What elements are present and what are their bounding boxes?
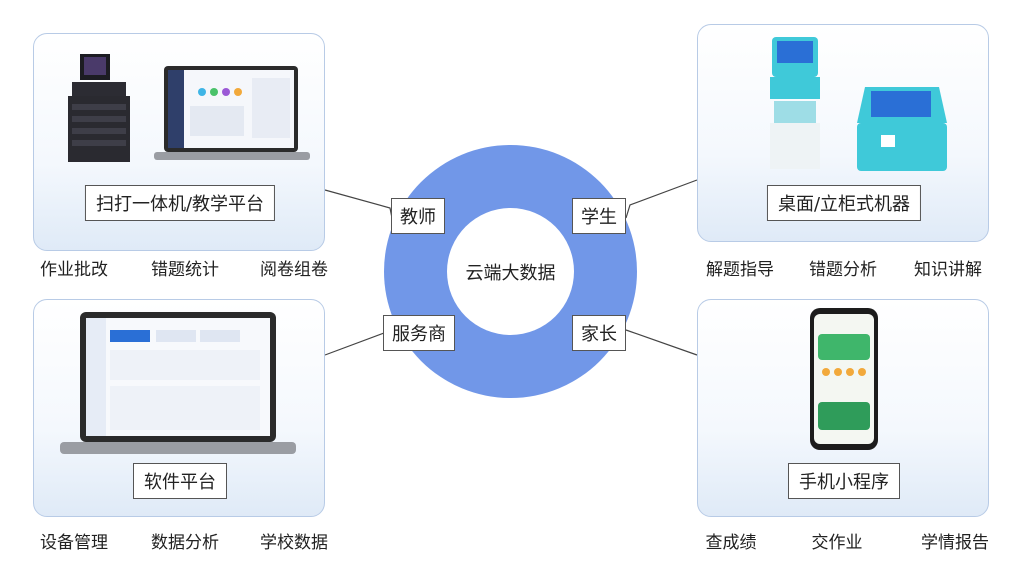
panel-mobile-miniprogram: 手机小程序 [697, 299, 989, 517]
role-provider: 服务商 [383, 315, 455, 351]
feature-label: 错题分析 [809, 260, 877, 280]
feature-label: 错题统计 [151, 260, 219, 280]
panel-scanner-platform: 扫打一体机/教学平台 [33, 33, 325, 251]
hub-label: 云端大数据 [465, 262, 556, 284]
feature-label: 学情报告 [921, 533, 989, 553]
role-teacher: 教师 [391, 198, 445, 234]
feature-label: 知识讲解 [914, 260, 982, 280]
feature-label: 设备管理 [40, 533, 108, 553]
panel-label: 软件平台 [133, 463, 227, 499]
cloud-hub: 云端大数据 [447, 208, 574, 335]
panel-label: 手机小程序 [788, 463, 900, 499]
role-parent: 家长 [572, 315, 626, 351]
feature-label: 阅卷组卷 [260, 260, 328, 280]
feature-label: 交作业 [811, 533, 863, 553]
panel-label: 扫打一体机/教学平台 [84, 185, 276, 221]
feature-label: 查成绩 [705, 533, 757, 553]
feature-label: 数据分析 [151, 533, 219, 553]
laptop-icon [60, 312, 296, 454]
role-student: 学生 [572, 198, 626, 234]
connector-student [625, 179, 698, 219]
panel-label: 桌面/立柜式机器 [766, 185, 922, 221]
panel-kiosk-machines: 桌面/立柜式机器 [697, 24, 989, 242]
copier-machine-icon [68, 54, 130, 162]
feature-label: 学校数据 [260, 533, 328, 553]
connector-provider [324, 329, 393, 356]
connector-parent [625, 329, 698, 356]
feature-label: 解题指导 [706, 260, 774, 280]
connector-teacher [324, 189, 393, 219]
desktop-kiosk-icon [857, 87, 947, 171]
panel-software-platform: 软件平台 [33, 299, 325, 517]
laptop-icon [154, 66, 310, 160]
feature-label: 作业批改 [40, 260, 108, 280]
smartphone-icon [810, 308, 878, 450]
standing-kiosk-icon [770, 37, 820, 169]
